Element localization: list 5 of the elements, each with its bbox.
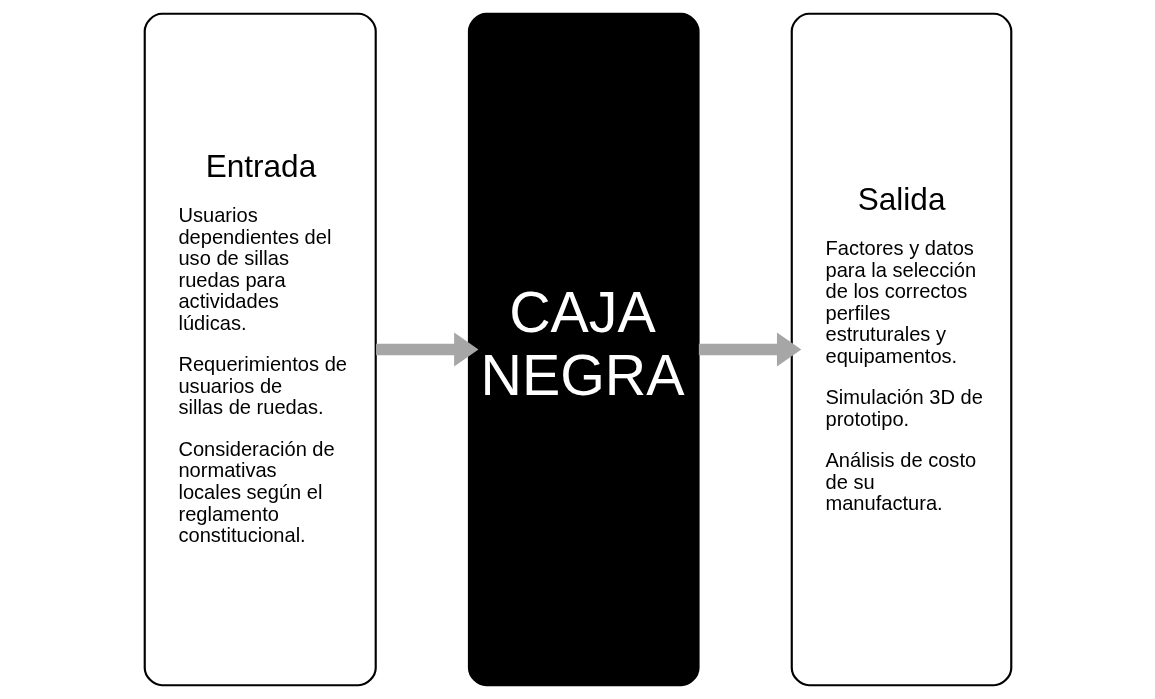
node-box: Entrada Usuarios dependientes del uso de sillas ruedas para actividades lúdicas. Requerimientos de usuarios de sillas de ruedas. Consideración de normativas locales según el reglamento constitucional. (143, 12, 377, 687)
arrow (375, 332, 478, 367)
node-box: Salida Factores y datos para la selección de los correctos perfiles estruturales y equipamentos. Simulación 3D de prototipo. Análisis de costo de su manufactura. (790, 12, 1012, 687)
node-box: CAJA NEGRA (467, 12, 700, 687)
arrow (698, 332, 801, 367)
